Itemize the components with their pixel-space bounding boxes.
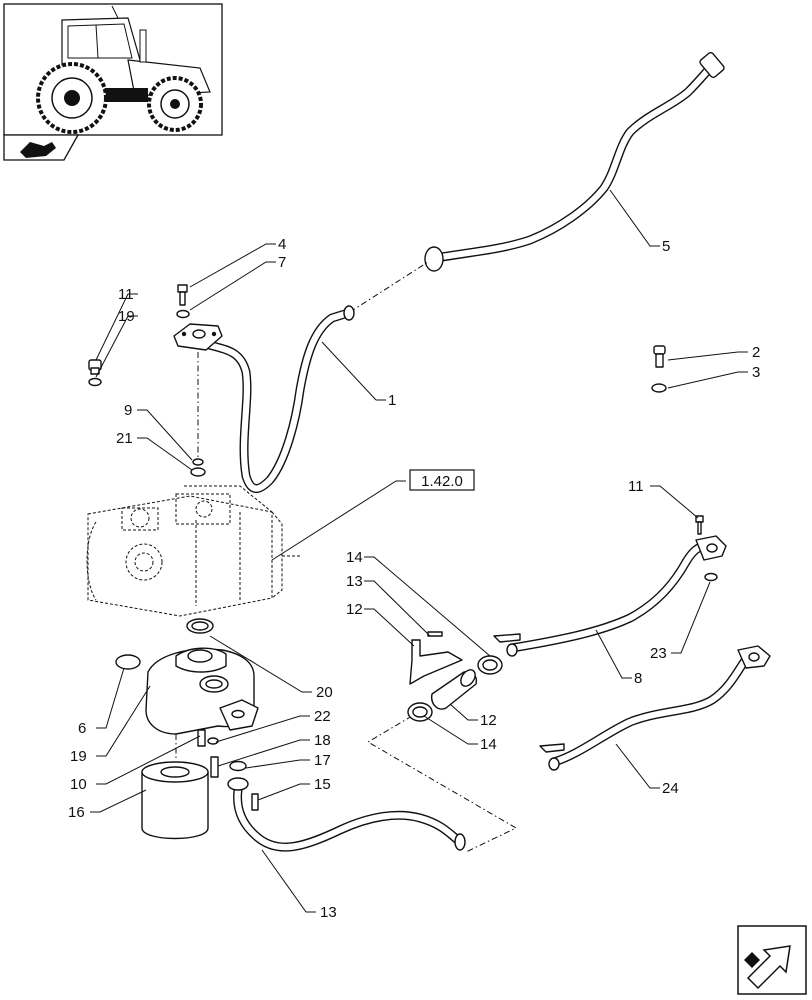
screw-11-right xyxy=(695,515,704,535)
callout-14-top: 14 xyxy=(346,549,363,566)
callout-13-bottom: 13 xyxy=(320,904,337,921)
callout-14-bottom: 14 xyxy=(480,736,497,753)
pipe-24 xyxy=(539,645,771,771)
callout-5: 5 xyxy=(662,238,670,255)
callout-2: 2 xyxy=(752,344,760,361)
callout-17: 17 xyxy=(314,752,331,769)
callout-24: 24 xyxy=(662,780,679,797)
callout-16: 16 xyxy=(68,804,85,821)
screw-15 xyxy=(251,793,259,811)
cap-6 xyxy=(115,654,141,670)
filter-housing xyxy=(145,647,259,735)
callout-12-left: 12 xyxy=(346,601,363,618)
washer-7 xyxy=(176,309,190,319)
filter-cartridge-16 xyxy=(141,761,209,840)
callout-18: 18 xyxy=(314,732,331,749)
callout-15: 15 xyxy=(314,776,331,793)
callout-22: 22 xyxy=(314,708,331,725)
callout-12-right: 12 xyxy=(480,712,497,729)
bolt-18 xyxy=(210,756,219,778)
seal-23 xyxy=(704,572,718,582)
callout-6: 6 xyxy=(78,720,86,737)
pipe-1 xyxy=(173,305,355,493)
callout-19-bottom: 19 xyxy=(70,748,87,765)
clamp-14-upper xyxy=(477,655,503,675)
bolt-4 xyxy=(177,284,188,306)
callout-11-right: 11 xyxy=(628,478,644,495)
reference-box[interactable]: 1.42.0 xyxy=(409,469,475,491)
callout-23: 23 xyxy=(650,645,667,662)
callout-7: 7 xyxy=(278,254,286,271)
callout-9: 9 xyxy=(124,402,132,419)
bolt-2 xyxy=(653,345,666,368)
callout-3: 3 xyxy=(752,364,760,381)
ring-21 xyxy=(190,467,206,477)
clamp-14-lower xyxy=(407,702,433,722)
callout-13-top: 13 xyxy=(346,573,363,590)
bracket-12 xyxy=(409,631,463,685)
callout-11-left: 11 xyxy=(118,286,134,303)
pipe-8 xyxy=(493,535,727,657)
callout-1: 1 xyxy=(388,392,396,409)
seal-19-top xyxy=(88,377,102,387)
hand-pointer-icon[interactable] xyxy=(3,134,80,161)
reference-label: 1.42.0 xyxy=(421,473,463,490)
callout-4: 4 xyxy=(278,236,286,253)
hydraulic-pump xyxy=(86,485,300,617)
next-page-arrow-icon[interactable] xyxy=(737,925,807,995)
tractor-thumbnail-icon[interactable] xyxy=(3,3,223,136)
callout-20: 20 xyxy=(316,684,333,701)
bolt-22 xyxy=(197,729,206,747)
callout-19-top: 19 xyxy=(118,308,135,325)
callout-10: 10 xyxy=(70,776,87,793)
leader-lines xyxy=(90,189,748,913)
callout-8: 8 xyxy=(634,670,642,687)
seal-17 xyxy=(229,760,247,772)
pipe-13 xyxy=(227,777,466,852)
washer-18 xyxy=(207,737,219,745)
callout-21: 21 xyxy=(116,430,133,447)
seal-9 xyxy=(192,458,204,466)
hose-12 xyxy=(431,669,478,710)
pipe-5 xyxy=(424,51,725,272)
callouts: 4 7 5 1 11 19 9 21 2 3 11 23 8 24 14 13 … xyxy=(68,236,760,921)
washer-3 xyxy=(651,383,667,393)
